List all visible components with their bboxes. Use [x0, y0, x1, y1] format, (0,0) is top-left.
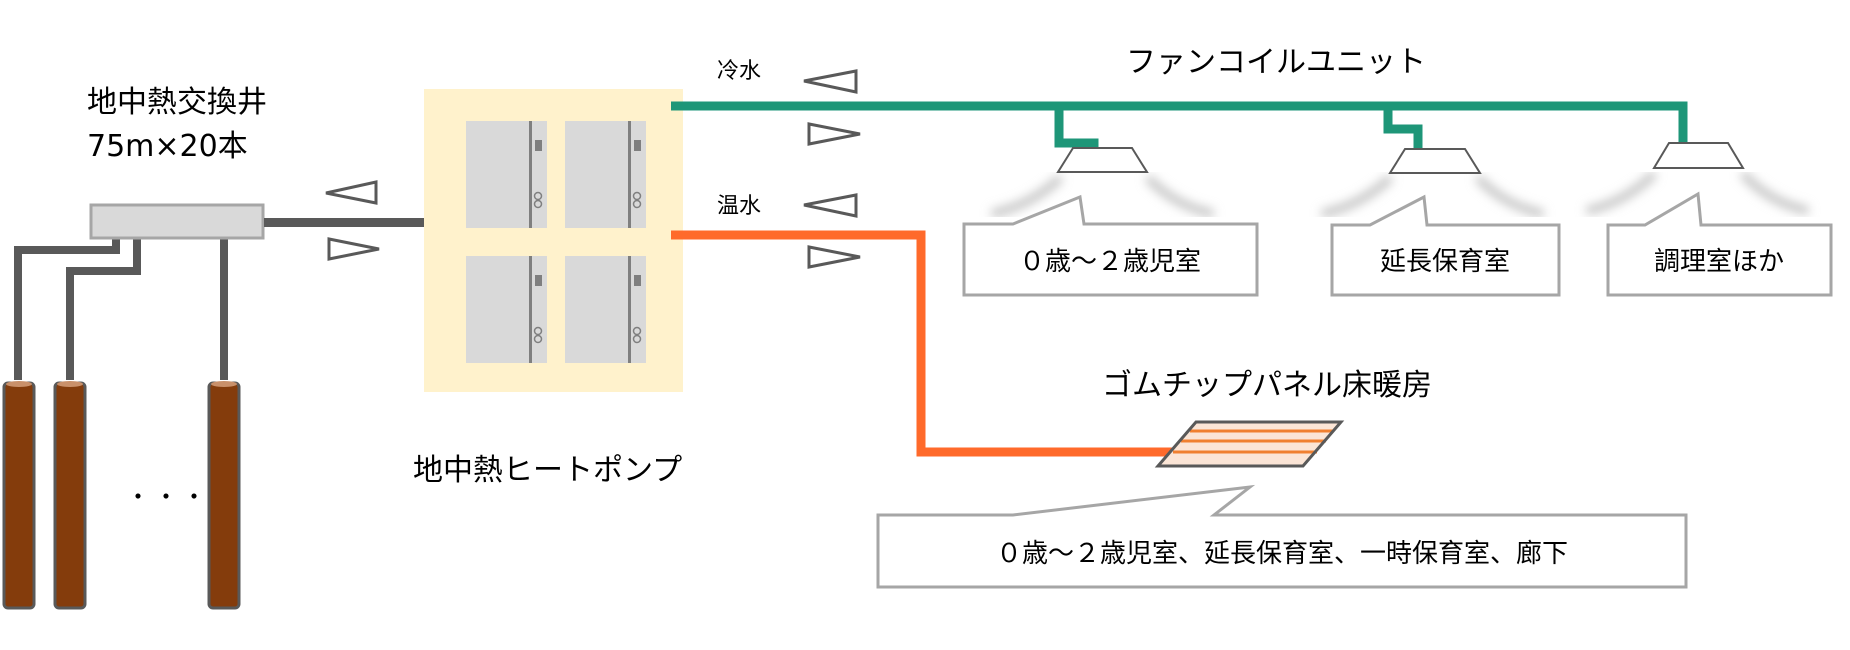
air-flow	[990, 171, 1810, 218]
boreholes	[2, 381, 241, 610]
borehole	[53, 381, 87, 610]
floor-heating-rooms: ０歳～２歳児室、延長保育室、一時保育室、廊下	[996, 539, 1568, 569]
room-label: 調理室ほか	[1654, 247, 1784, 277]
fan-coil-title: ファンコイルユニット	[1126, 45, 1426, 80]
cold-water-label: 冷水	[717, 59, 761, 84]
hot-water-pipe	[671, 230, 1180, 457]
room-label: 延長保育室	[1380, 247, 1510, 277]
heat-pump-unit	[565, 256, 646, 363]
ground-loop-pipe	[264, 218, 439, 227]
room-callout: ０歳～２歳児室	[962, 194, 1259, 297]
room-callout: 延長保育室	[1330, 194, 1561, 297]
room-callout: 調理室ほか	[1606, 191, 1833, 297]
header-manifold	[89, 203, 265, 240]
arrow-left-icon	[325, 180, 378, 205]
wells-spec: 75m×20本	[87, 129, 248, 164]
borehole	[207, 381, 241, 610]
well-pipes	[14, 239, 228, 380]
heat-pump-units	[466, 121, 646, 363]
cold-water-pipe	[671, 101, 1688, 150]
fan-coil-unit-icon	[1056, 147, 1149, 173]
arrow-right-icon	[327, 237, 380, 261]
fan-coil-unit-icon	[1652, 142, 1745, 169]
arrow-left-icon	[803, 69, 858, 94]
wells-title: 地中熱交換井	[87, 85, 267, 120]
wells-ellipsis: ・・・	[126, 483, 210, 511]
room-label: ０歳～２歳児室	[1019, 247, 1201, 277]
fan-coil-unit-icon	[1388, 148, 1482, 174]
heat-pump-unit	[466, 121, 547, 228]
heat-pump-unit	[466, 256, 547, 363]
heat-pump-unit	[565, 121, 646, 228]
arrow-right-icon	[807, 122, 861, 146]
hot-water-label: 温水	[717, 194, 761, 219]
floor-heating-panel-icon	[1154, 420, 1345, 468]
arrow-right-icon	[807, 245, 861, 269]
floor-heating-callout: ０歳～２歳児室、延長保育室、一時保育室、廊下	[876, 484, 1688, 589]
borehole	[2, 381, 36, 610]
heat-pump-label: 地中熱ヒートポンプ	[413, 453, 682, 488]
floor-heating-title: ゴムチップパネル床暖房	[1102, 368, 1432, 403]
arrow-left-icon	[803, 193, 858, 218]
